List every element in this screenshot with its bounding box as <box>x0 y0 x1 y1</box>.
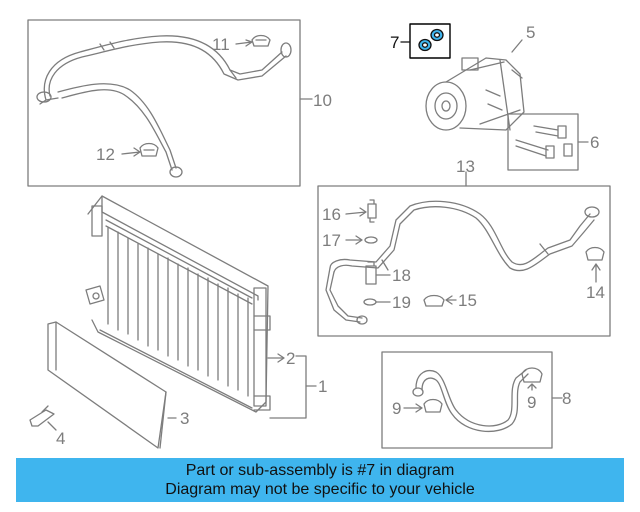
callout-15: 15 <box>458 291 477 310</box>
callout-6: 6 <box>590 133 599 152</box>
receiver-drier-2[interactable] <box>253 287 271 411</box>
clip-15[interactable] <box>423 294 445 307</box>
callout-5: 5 <box>526 23 535 42</box>
sensor-16[interactable] <box>367 199 377 223</box>
callout-2: 2 <box>286 349 295 368</box>
group-box-8 <box>381 351 553 449</box>
callout-9a: 9 <box>392 399 401 418</box>
bracket-4[interactable] <box>29 405 55 427</box>
callout-8: 8 <box>562 389 571 408</box>
banner-line-part: Part or sub-assembly is #7 in diagram <box>185 462 455 479</box>
hose-assembly-8[interactable] <box>412 369 529 433</box>
callout-7: 7 <box>390 33 399 52</box>
callout-17: 17 <box>322 231 341 250</box>
clip-14[interactable] <box>585 246 605 261</box>
refrigerant-line-13[interactable] <box>325 200 600 325</box>
group-box-6 <box>507 113 579 171</box>
callout-14: 14 <box>586 283 605 302</box>
o-ring-19[interactable] <box>363 298 377 306</box>
callout-9b: 9 <box>527 393 536 412</box>
callout-3: 3 <box>180 409 189 428</box>
bolts-6[interactable] <box>515 125 573 159</box>
parts-diagram: 1 2 3 4 5 6 7 8 9 9 10 11 12 13 14 15 16… <box>27 19 611 449</box>
group-box-10 <box>27 19 301 187</box>
clip-9b[interactable] <box>521 367 543 383</box>
callout-13: 13 <box>456 157 475 176</box>
callout-18: 18 <box>392 266 411 285</box>
clip-12[interactable] <box>139 142 159 157</box>
callout-19: 19 <box>392 293 411 312</box>
banner-line-disclaimer: Diagram may not be specific to your vehi… <box>165 481 475 498</box>
info-banner: Part or sub-assembly is #7 in diagram Di… <box>16 458 624 502</box>
seal-kit-7[interactable] <box>409 23 451 59</box>
valve-18[interactable] <box>365 261 377 285</box>
group-box-13 <box>317 185 611 337</box>
o-ring-17[interactable] <box>364 236 378 244</box>
callout-1: 1 <box>318 377 327 396</box>
callout-11: 11 <box>212 35 230 54</box>
callout-4: 4 <box>56 429 65 448</box>
clip-9a[interactable] <box>423 398 443 413</box>
callout-12: 12 <box>96 145 115 164</box>
callout-10: 10 <box>313 91 332 110</box>
condenser-1[interactable] <box>85 195 269 413</box>
hose-assembly-10[interactable] <box>36 35 292 178</box>
compressor-5[interactable] <box>425 57 525 131</box>
callout-16: 16 <box>322 205 341 224</box>
air-deflector-3[interactable] <box>47 321 167 449</box>
clip-11[interactable] <box>251 34 271 47</box>
